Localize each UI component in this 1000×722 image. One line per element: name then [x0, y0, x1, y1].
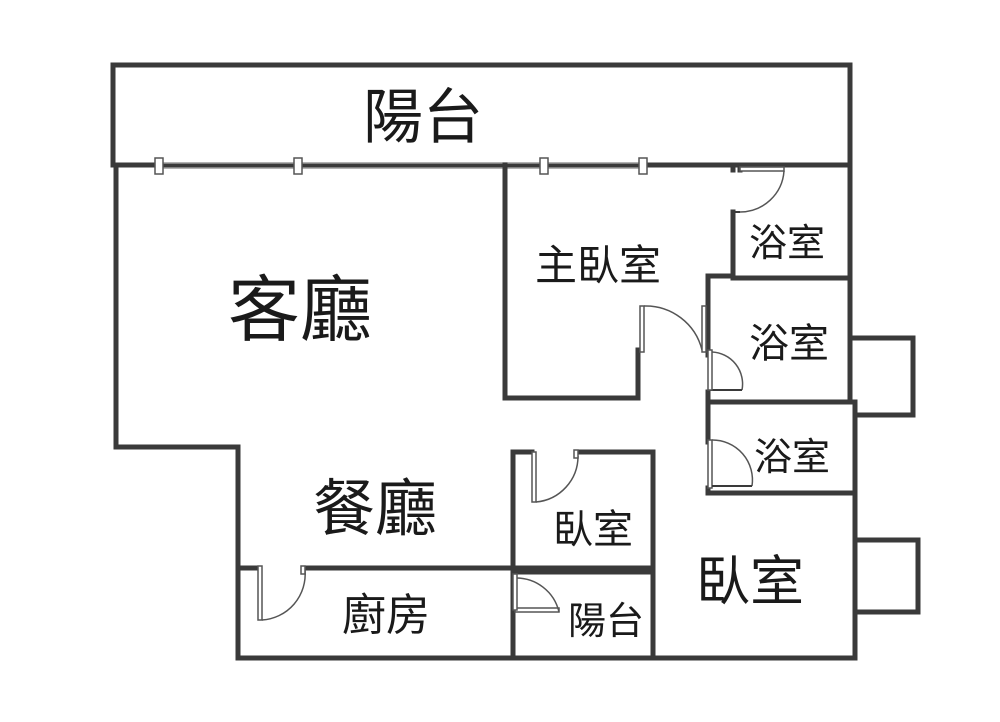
- bay-window-upper: [847, 335, 916, 418]
- door-arc-bath-lower: [711, 439, 754, 487]
- window-post-1: [154, 157, 164, 175]
- door-kitchen-jamb: [300, 565, 306, 575]
- label-bath-lower: 浴室: [754, 435, 830, 479]
- label-kitchen: 廚房: [342, 590, 430, 641]
- label-living-room: 客廳: [228, 268, 372, 352]
- label-master-bedroom: 主臥室: [535, 241, 661, 290]
- door-small-balcony-jamb: [512, 573, 518, 611]
- label-bedroom-small: 臥室: [553, 507, 633, 553]
- label-bedroom-large: 臥室: [696, 550, 804, 613]
- door-arc-small-balcony: [514, 577, 560, 613]
- label-balcony-top: 陽台: [363, 83, 483, 153]
- window-post-3: [539, 157, 549, 175]
- bay-window-lower: [852, 537, 921, 615]
- door-bath-middle: [707, 349, 713, 391]
- door-small-balcony: [514, 607, 560, 613]
- door-small-bedroom-jamb: [573, 449, 579, 459]
- door-arc-bath-middle: [711, 351, 744, 391]
- door-small-bedroom: [531, 451, 537, 503]
- label-balcony-small: 陽台: [568, 599, 644, 643]
- door-master-bedroom-right: [701, 305, 707, 353]
- bath-lower-wall: [705, 399, 858, 496]
- door-master-bedroom: [639, 305, 645, 353]
- label-bath-middle: 浴室: [749, 321, 829, 367]
- door-bath-top: [739, 166, 785, 172]
- door-kitchen: [257, 565, 263, 621]
- master-bedroom-wall: [502, 162, 641, 401]
- door-arc-master-bedroom: [643, 305, 703, 351]
- door-arc-bath-top: [739, 170, 785, 213]
- label-bath-top: 浴室: [749, 221, 825, 265]
- door-arc-kitchen: [261, 569, 306, 621]
- window-post-4: [638, 157, 648, 175]
- window-post-2: [293, 157, 303, 175]
- door-arc-small-bedroom: [535, 455, 579, 503]
- door-bath-lower: [707, 439, 713, 489]
- label-dining-room: 餐廳: [313, 472, 437, 545]
